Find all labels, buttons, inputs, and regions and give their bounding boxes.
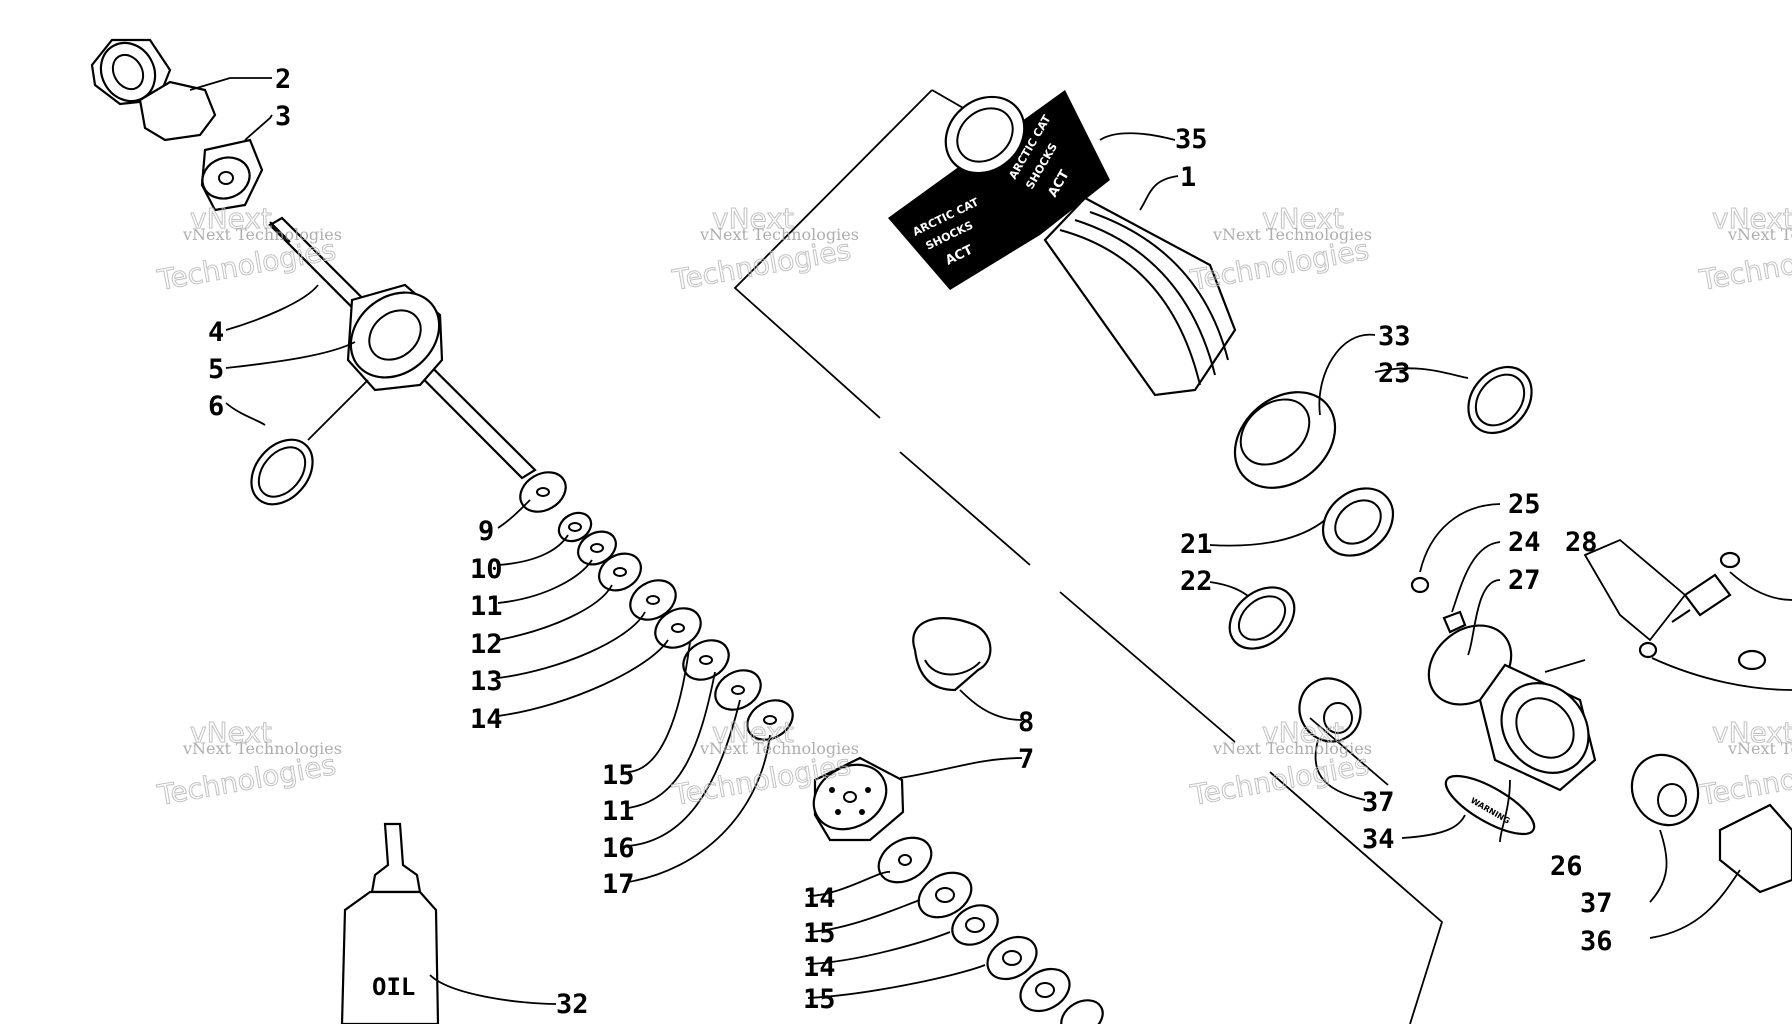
o-ring-6 (250, 438, 314, 506)
callout-34: 34 (1362, 824, 1395, 855)
callout-21: 21 (1180, 529, 1213, 560)
callout-26: 26 (1550, 851, 1583, 882)
callout-33: 33 (1378, 321, 1411, 352)
piston (812, 756, 905, 842)
callout-16: 16 (602, 833, 635, 864)
callout-14b: 14 (803, 883, 836, 914)
washer-stack (519, 471, 794, 741)
watermark-text: vNext Technologies (1212, 225, 1372, 244)
bushing-37a (1298, 677, 1362, 743)
callout-27: 27 (1508, 565, 1541, 596)
watermark-overlay: vNext (712, 202, 794, 235)
valve-28 (1638, 551, 1767, 671)
callout-36: 36 (1580, 926, 1613, 957)
sleeve-36 (1718, 803, 1792, 894)
callout-13: 13 (470, 666, 503, 697)
callout-11: 11 (470, 591, 503, 622)
callout-1: 1 (1180, 162, 1196, 193)
watermark-overlay: vNext (190, 202, 272, 235)
watermark-text: vNext Technologies (182, 225, 342, 244)
watermark-overlay: vNext (1712, 716, 1792, 749)
lower-washers (877, 836, 1104, 1024)
callout-7: 7 (1018, 744, 1034, 775)
callout-10: 10 (470, 554, 503, 585)
callout-25: 25 (1508, 489, 1541, 520)
spring-collar-33 (1233, 391, 1337, 489)
wear-band-8 (912, 617, 992, 692)
watermark-text: vNext Technologies (699, 739, 859, 758)
callout-12: 12 (470, 629, 503, 660)
callout-11b: 11 (602, 796, 635, 827)
cap-bushing (90, 38, 217, 142)
shock-body (1043, 196, 1237, 397)
reservoir-26 (1427, 624, 1597, 792)
callout-15: 15 (602, 760, 635, 791)
warning-decal-34: WARNING (1444, 774, 1536, 836)
callout-6: 6 (208, 391, 224, 422)
bushing-37b (1630, 753, 1700, 827)
leader-lines (189, 77, 1792, 1005)
seal-head (346, 283, 444, 392)
callout-15b: 15 (803, 918, 836, 949)
watermark-overlay: vNext (1262, 202, 1344, 235)
clip-22 (1228, 586, 1296, 650)
watermark-text: vNext Technologies (1727, 739, 1792, 758)
small-parts (1410, 576, 1467, 634)
callout-17: 17 (602, 869, 635, 900)
callout-15c: 15 (803, 984, 836, 1015)
watermark-overlay: vNext (1262, 716, 1344, 749)
callout-9: 9 (478, 516, 494, 547)
callout-35: 35 (1175, 124, 1208, 155)
callout-3: 3 (275, 101, 291, 132)
callout-2: 2 (275, 64, 291, 95)
callout-5: 5 (208, 354, 224, 385)
oil-bottle: OIL (340, 822, 440, 1024)
callout-14c: 14 (803, 952, 836, 983)
callout-23: 23 (1378, 358, 1411, 389)
callout-4: 4 (208, 317, 224, 348)
callout-37b: 37 (1580, 888, 1613, 919)
callout-22: 22 (1180, 566, 1213, 597)
watermark-overlay: vNext (1712, 202, 1792, 235)
section-frame (733, 89, 1444, 1024)
callout-37: 37 (1362, 787, 1395, 818)
watermark-overlay: vNext (712, 716, 794, 749)
watermark-text: vNext Technologies (1212, 739, 1372, 758)
watermark-overlay: vNext (190, 716, 272, 749)
watermark-text: vNext Technologies (699, 225, 859, 244)
callout-numbers: 2 3 4 5 6 9 10 11 12 13 14 15 11 16 17 8… (208, 64, 1613, 1020)
callout-14: 14 (470, 704, 503, 735)
callout-8: 8 (1018, 707, 1034, 738)
watermark-text: vNext Technologies (182, 739, 342, 758)
o-ring-23 (1467, 365, 1533, 435)
callout-32: 32 (556, 989, 589, 1020)
callout-28: 28 (1565, 527, 1598, 558)
callout-24: 24 (1508, 527, 1541, 558)
oil-label: OIL (372, 973, 415, 1001)
bearing-21 (1321, 487, 1395, 557)
decal-band: ARCTIC CAT SHOCKS ACT ARCTIC CAT SHOCKS … (888, 90, 1110, 290)
bump-stop (200, 138, 264, 212)
watermark-text: vNext Technologies (1727, 225, 1792, 244)
top-thread-ring (944, 95, 1026, 175)
